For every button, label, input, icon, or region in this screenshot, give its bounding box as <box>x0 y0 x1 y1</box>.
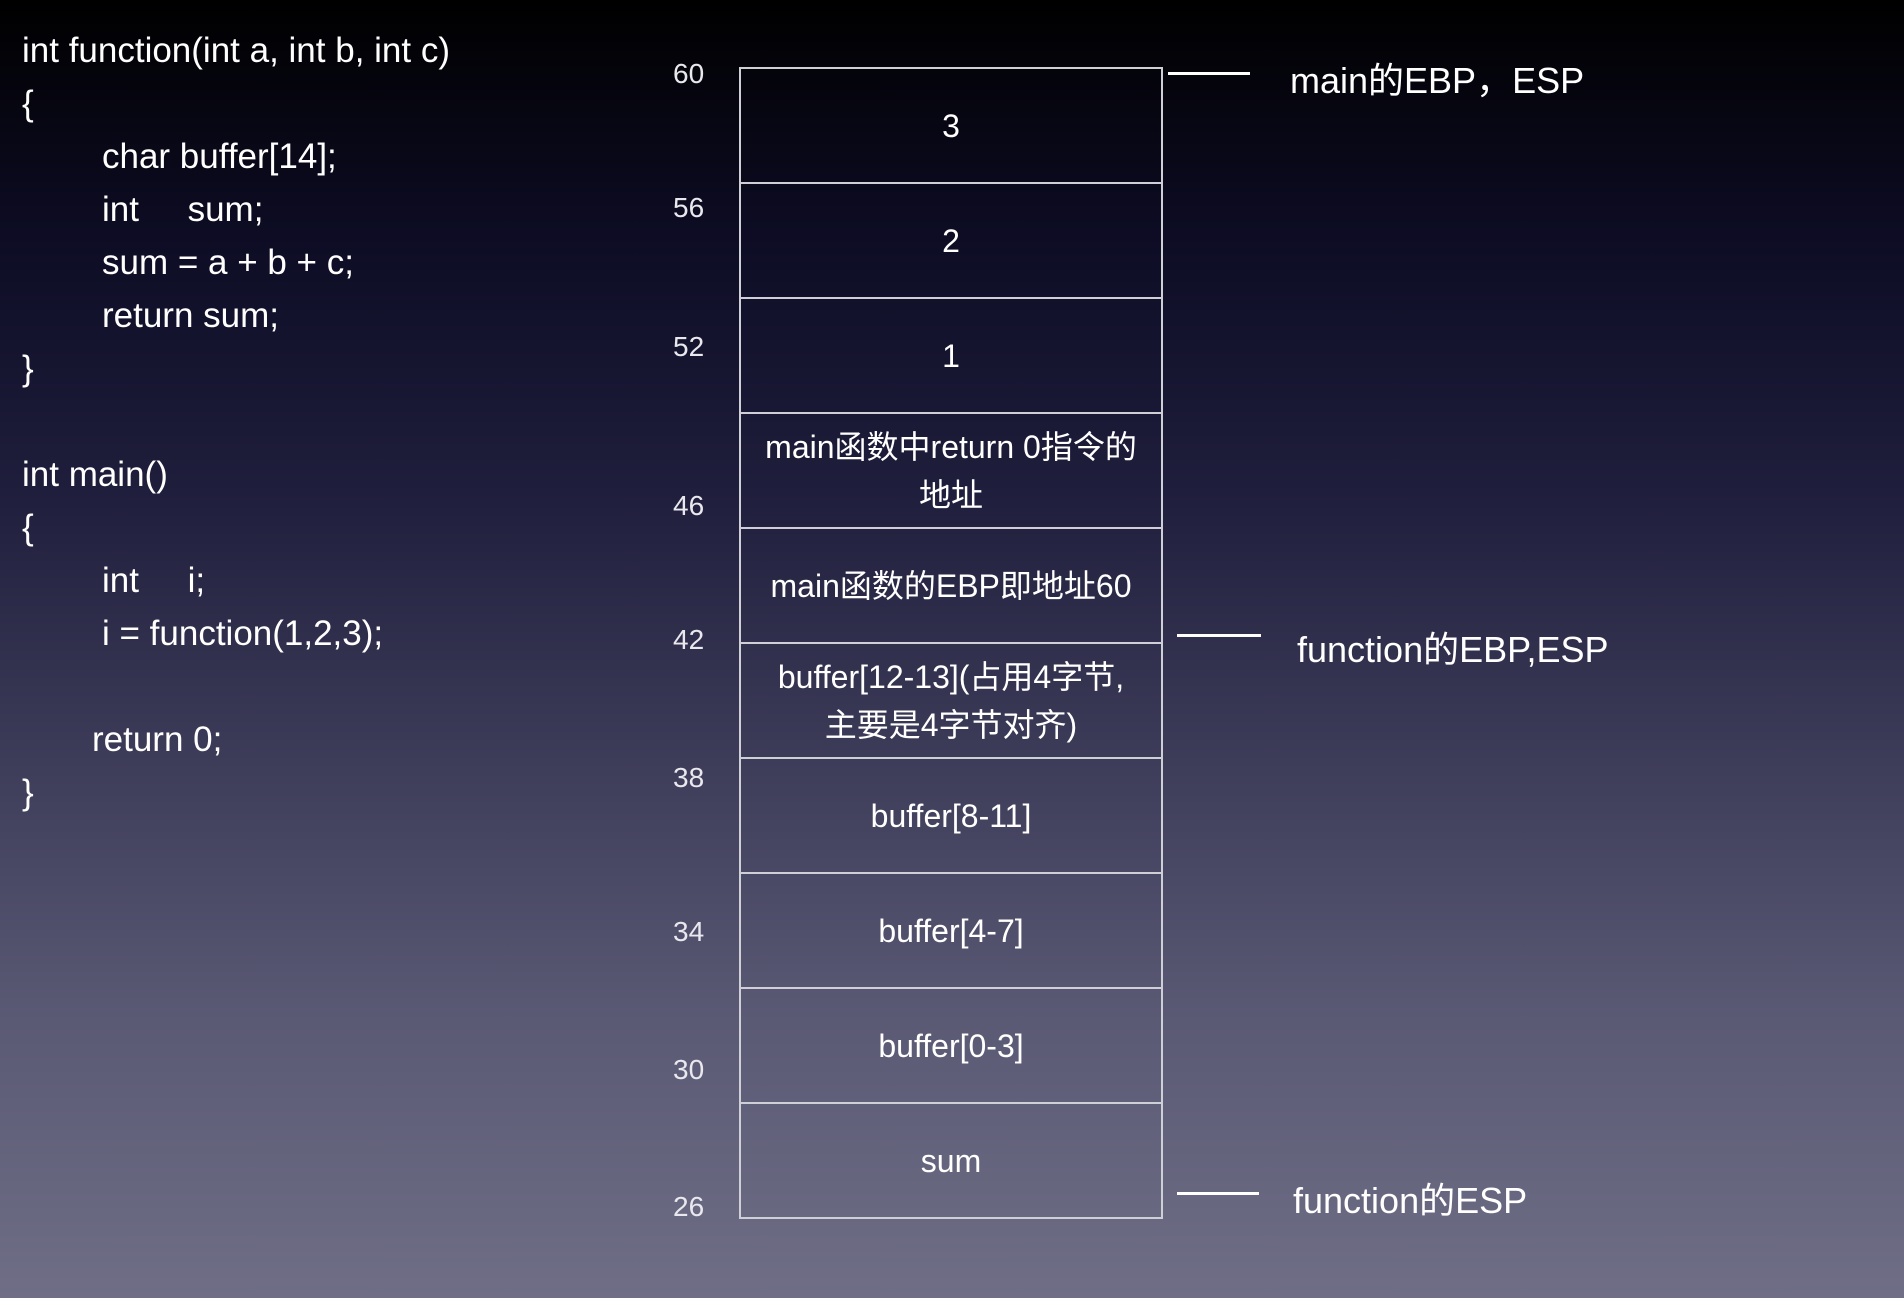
code-line: { <box>22 508 34 547</box>
code-line <box>22 395 450 448</box>
source-code: int function(int a, int b, int c) { char b… <box>22 24 450 819</box>
stack-cell-text: 2 <box>942 222 960 259</box>
code-line: } <box>22 773 34 812</box>
stack-cell: sum <box>741 1104 1161 1219</box>
code-line <box>22 660 450 713</box>
stack-cell: buffer[4-7] <box>741 874 1161 989</box>
code-line: int i; <box>102 561 206 600</box>
stack-cell: main函数的EBP即地址60 <box>741 529 1161 644</box>
code-line: int main() <box>22 455 168 494</box>
stack-cell-text: sum <box>920 1142 982 1179</box>
stack-cell-text: main函数的EBP即地址60 <box>770 567 1132 604</box>
address-label: 30 <box>673 1054 705 1085</box>
code-line: { <box>22 84 34 123</box>
pointer-marker-line <box>1168 72 1250 75</box>
stack-cell-text: buffer[4-7] <box>878 912 1024 949</box>
stack-cell-text: 1 <box>942 337 960 374</box>
address-label: 56 <box>673 192 705 223</box>
stack-cell: buffer[12-13](占用4字节, 主要是4字节对齐) <box>741 644 1161 759</box>
address-label: 38 <box>673 762 705 793</box>
pointer-label: main的EBP，ESP <box>1290 60 1585 101</box>
stack-cell: 2 <box>741 184 1161 299</box>
stack-cell: main函数中return 0指令的地址 <box>741 414 1161 529</box>
pointer-marker-line <box>1177 634 1261 637</box>
stack-cell-text: 地址 <box>918 476 983 513</box>
code-line: return sum; <box>102 296 279 335</box>
stack-cell-text: 3 <box>942 107 960 144</box>
code-line: int sum; <box>102 190 264 229</box>
stack-cell-text: buffer[12-13](占用4字节, <box>777 658 1125 695</box>
stack-cell: buffer[8-11] <box>741 759 1161 874</box>
stack-cell: buffer[0-3] <box>741 989 1161 1104</box>
pointer-label: function的EBP,ESP <box>1297 629 1609 670</box>
stack-cell: 1 <box>741 299 1161 414</box>
pointer-label: function的ESP <box>1293 1180 1528 1221</box>
code-line: char buffer[14]; <box>102 137 337 176</box>
stack-frame-diagram: 3 2 1 main函数中return 0指令的地址 main函数的EBP即地址60 bu… <box>739 67 1163 1219</box>
stack-cell-text: buffer[8-11] <box>870 797 1032 834</box>
address-label: 34 <box>673 916 705 947</box>
code-line: int function(int a, int b, int c) <box>22 31 450 70</box>
stack-cell-text: 主要是4字节对齐) <box>824 706 1078 743</box>
address-label: 26 <box>673 1191 705 1222</box>
address-label: 46 <box>673 490 705 521</box>
address-label: 42 <box>673 624 705 655</box>
code-line: sum = a + b + c; <box>102 243 354 282</box>
address-label: 60 <box>673 58 705 89</box>
stack-cell-text: buffer[0-3] <box>878 1027 1024 1064</box>
stack-cell: 3 <box>741 69 1161 184</box>
code-line: i = function(1,2,3); <box>102 614 384 653</box>
code-line: } <box>22 349 34 388</box>
code-line: return 0; <box>92 720 223 759</box>
pointer-marker-line <box>1177 1192 1259 1195</box>
stack-cell-text: main函数中return 0指令的 <box>765 428 1137 465</box>
address-label: 52 <box>673 331 705 362</box>
